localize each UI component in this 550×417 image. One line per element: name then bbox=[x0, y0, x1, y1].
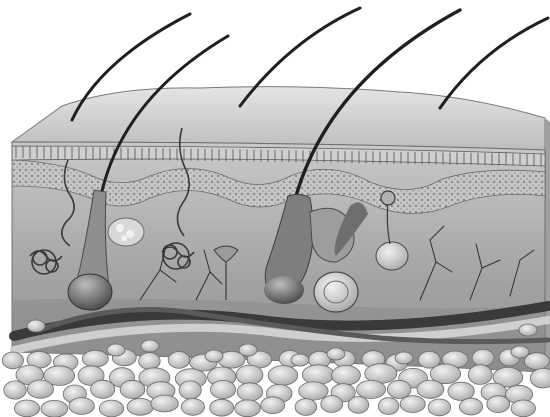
fat-cell bbox=[239, 344, 257, 356]
fat-cell bbox=[428, 399, 451, 416]
fat-cell bbox=[236, 365, 263, 385]
fat-cell bbox=[268, 366, 298, 386]
fat-cell bbox=[69, 398, 94, 415]
fat-cell bbox=[2, 352, 23, 369]
fat-cell bbox=[91, 380, 115, 398]
fat-cell bbox=[472, 349, 494, 366]
fat-cell bbox=[511, 400, 535, 417]
fat-cell bbox=[235, 400, 261, 417]
fat-cell bbox=[511, 346, 529, 358]
fat-cell bbox=[448, 382, 474, 400]
fat-cell bbox=[400, 396, 425, 413]
fat-cell bbox=[519, 324, 537, 336]
fat-cell bbox=[295, 399, 317, 416]
fat-cell bbox=[107, 344, 125, 356]
fat-cell bbox=[127, 398, 153, 415]
hair-shaft-5 bbox=[440, 18, 548, 108]
fat-cell bbox=[291, 354, 309, 366]
fat-cell bbox=[141, 340, 159, 352]
fat-cell bbox=[387, 380, 411, 398]
fat-cell bbox=[120, 380, 145, 398]
fat-cell bbox=[378, 398, 399, 415]
fat-cell bbox=[205, 350, 223, 362]
fat-cell bbox=[299, 382, 328, 400]
fat-cell bbox=[4, 381, 26, 399]
fat-cell bbox=[210, 399, 234, 416]
fat-cell bbox=[82, 350, 108, 367]
fat-cell bbox=[168, 352, 190, 369]
fat-cell bbox=[41, 400, 68, 417]
fat-cell bbox=[261, 397, 285, 414]
fat-cell bbox=[321, 396, 343, 413]
fat-cell bbox=[327, 348, 345, 360]
pacinian-corpuscle bbox=[314, 272, 358, 312]
fat-cell bbox=[468, 365, 492, 385]
fat-cell bbox=[459, 398, 482, 415]
fat-cell bbox=[181, 399, 204, 416]
fat-cell bbox=[151, 395, 178, 412]
fat-cell bbox=[14, 400, 39, 417]
fat-cell bbox=[210, 380, 235, 398]
fat-cell bbox=[99, 400, 123, 417]
fat-cell bbox=[348, 397, 369, 414]
fat-cell bbox=[139, 353, 161, 370]
fat-cell bbox=[27, 380, 53, 398]
skin-surface-top bbox=[12, 87, 545, 150]
fat-cell bbox=[332, 365, 361, 385]
fat-cell bbox=[179, 381, 201, 399]
fat-cell bbox=[357, 380, 386, 398]
meissner-corpuscle bbox=[108, 218, 144, 246]
fat-cell bbox=[237, 383, 262, 401]
hair-bulb-left bbox=[68, 274, 112, 310]
fat-cell bbox=[27, 320, 45, 332]
fat-cell bbox=[487, 396, 510, 413]
fat-cell bbox=[417, 380, 444, 398]
fat-cell bbox=[302, 365, 334, 385]
hair-bulb-center bbox=[264, 276, 304, 304]
fat-cell bbox=[395, 352, 413, 364]
